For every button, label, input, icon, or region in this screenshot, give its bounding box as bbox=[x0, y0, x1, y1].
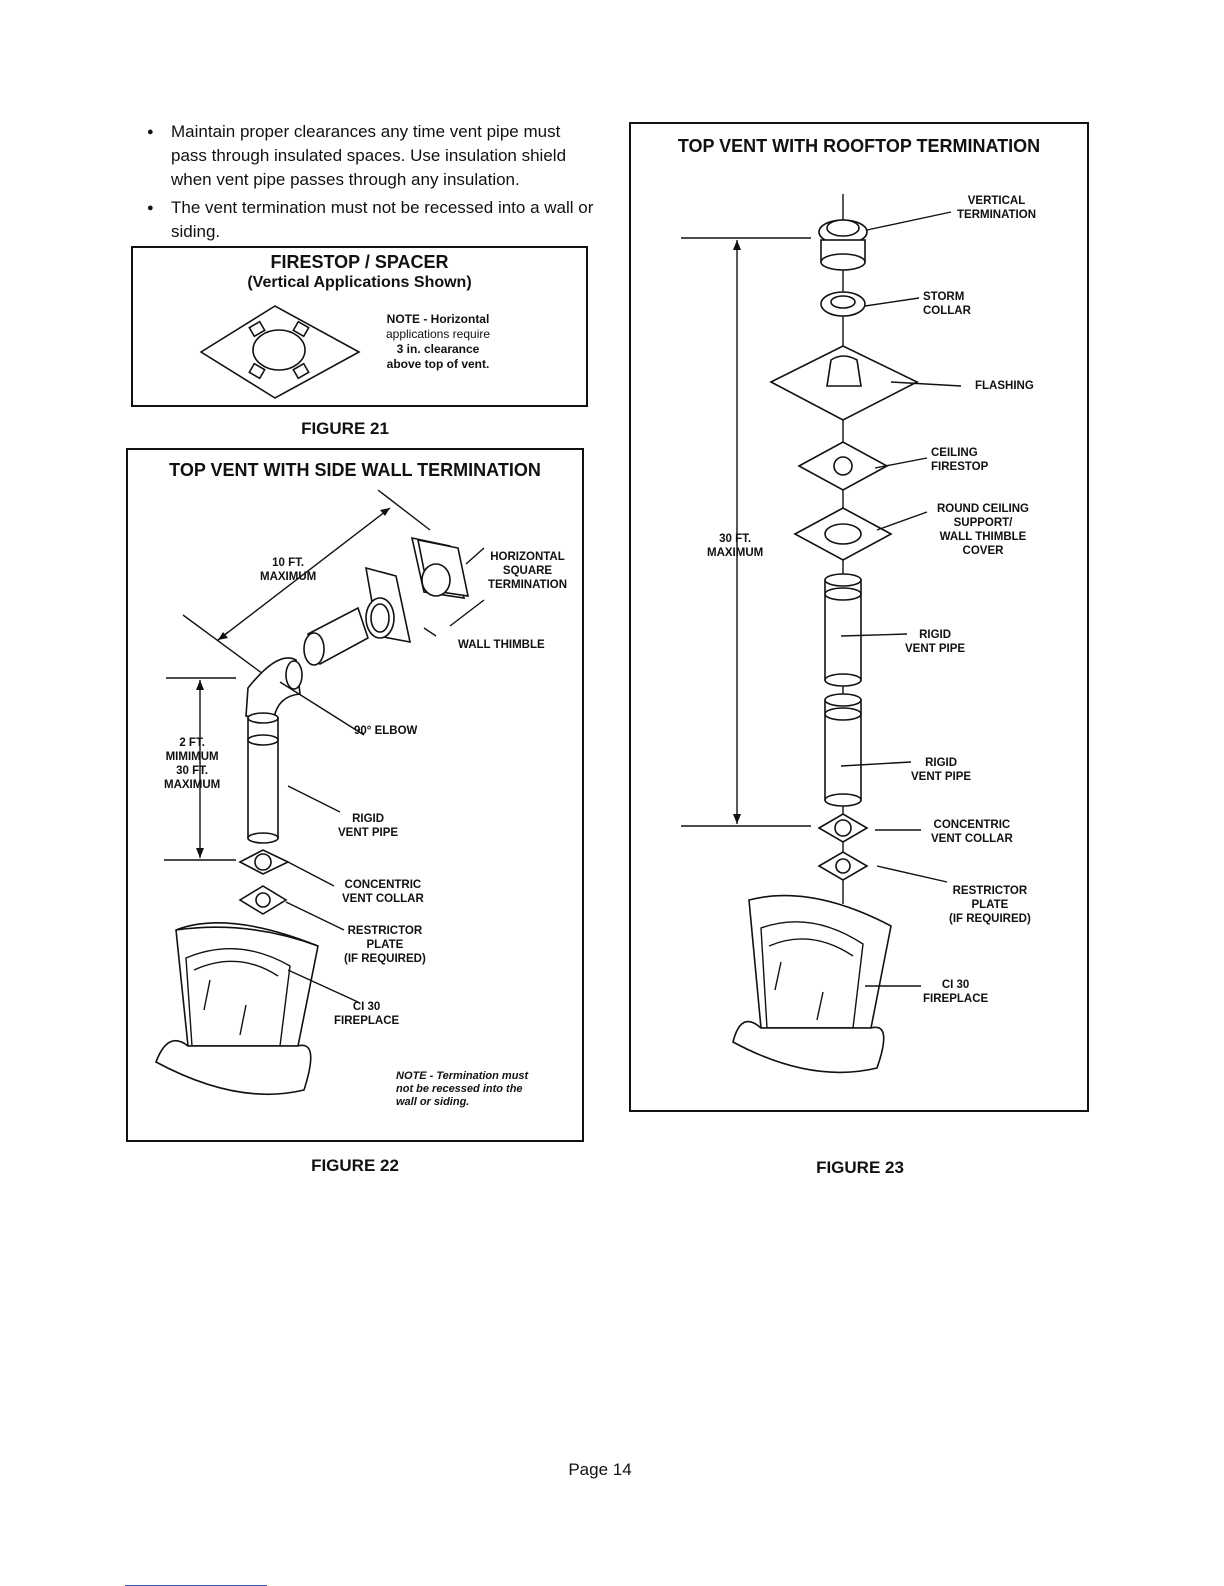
wall-thimble-label: WALL THIMBLE bbox=[458, 639, 545, 651]
instruction-list: Maintain proper clearances any time vent… bbox=[145, 120, 595, 246]
side-wall-termination-drawing bbox=[155, 489, 485, 1095]
round-ceiling-support-label: ROUND CEILING SUPPORT/ WALL THIMBLE COVE… bbox=[937, 503, 1029, 557]
figure-23-caption: FIGURE 23 bbox=[816, 1158, 904, 1177]
storm-collar-label: STORM COLLAR bbox=[923, 291, 971, 317]
figure-21-box: FIRESTOP / SPACER (Vertical Applications… bbox=[131, 246, 588, 407]
figure-21-note: NOTE - Horizontal applications require 3… bbox=[385, 312, 491, 371]
bullet-clearance: Maintain proper clearances any time vent… bbox=[145, 120, 595, 192]
elbow-label: 90° ELBOW bbox=[354, 725, 418, 737]
restrictor-plate-label: RESTRICTOR PLATE (IF REQUIRED) bbox=[344, 925, 426, 965]
concentric-collar-label: CONCENTRIC VENT COLLAR bbox=[342, 879, 424, 905]
figure-22-note: NOTE - Termination must not be recessed … bbox=[396, 1070, 529, 1108]
rigid-vent-pipe-label-1: RIGID VENT PIPE bbox=[905, 629, 966, 655]
firestop-spacer-drawing bbox=[199, 305, 361, 399]
rigid-vent-pipe-label: RIGID VENT PIPE bbox=[338, 813, 399, 839]
ceiling-firestop-label: CEILING FIRESTOP bbox=[931, 447, 989, 473]
two-ft-label: 2 FT. MIMIMUM 30 FT. MAXIMUM bbox=[164, 737, 221, 791]
flashing-label: FLASHING bbox=[975, 380, 1034, 392]
page-number: Page 14 bbox=[568, 1460, 632, 1479]
figure-21-title: FIRESTOP / SPACER bbox=[270, 252, 449, 272]
ten-ft-label: 10 FT. MAXIMUM bbox=[260, 557, 317, 583]
concentric-collar-label: CONCENTRIC VENT COLLAR bbox=[931, 819, 1013, 845]
figure-22-caption: FIGURE 22 bbox=[311, 1156, 399, 1175]
fireplace-label: CI 30 FIREPLACE bbox=[923, 979, 989, 1005]
figure-22-title: TOP VENT WITH SIDE WALL TERMINATION bbox=[169, 460, 541, 480]
restrictor-plate-label: RESTRICTOR PLATE (IF REQUIRED) bbox=[949, 885, 1031, 925]
thirty-ft-label: 30 FT. MAXIMUM bbox=[707, 533, 764, 559]
vertical-termination-label: VERTICAL TERMINATION bbox=[957, 195, 1037, 221]
figure-21-caption: FIGURE 21 bbox=[301, 419, 389, 438]
figure-23-box: TOP VENT WITH ROOFTOP TERMINATION bbox=[629, 122, 1089, 1112]
bullet-recess: The vent termination must not be recesse… bbox=[145, 196, 595, 244]
horizontal-termination-label: HORIZONTAL SQUARE TERMINATION bbox=[488, 551, 568, 591]
fireplace-label: CI 30 FIREPLACE bbox=[334, 1001, 400, 1027]
figure-22-box: TOP VENT WITH SIDE WALL TERMINATION bbox=[126, 448, 584, 1142]
rooftop-termination-drawing bbox=[681, 194, 962, 1074]
rigid-vent-pipe-label-2: RIGID VENT PIPE bbox=[911, 757, 972, 783]
figure-23-title: TOP VENT WITH ROOFTOP TERMINATION bbox=[677, 136, 1041, 156]
figure-21-subtitle: (Vertical Applications Shown) bbox=[247, 274, 472, 291]
